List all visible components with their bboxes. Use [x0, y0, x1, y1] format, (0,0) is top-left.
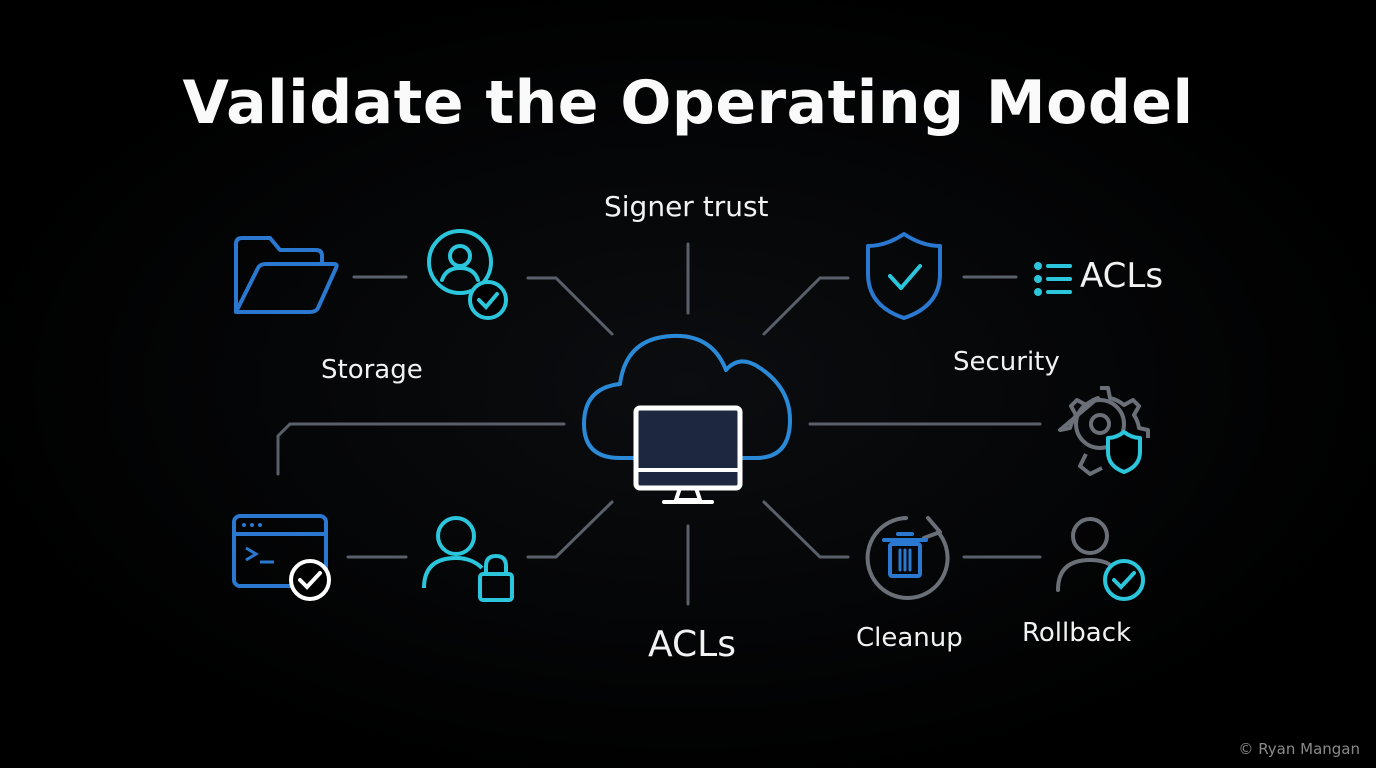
- gear-shield-icon: [1058, 386, 1150, 476]
- trash-cycle-icon: [865, 516, 950, 600]
- folder-icon: [234, 236, 339, 314]
- connector-cloud-shield: [762, 276, 850, 336]
- label-rollback: Rollback: [1022, 618, 1132, 648]
- label-security: Security: [953, 347, 1060, 377]
- connector-cloud-cleanup: [762, 500, 850, 559]
- label-acls-top: ACLs: [1080, 256, 1164, 296]
- label-signer-trust: Signer trust: [604, 190, 769, 223]
- user-check-icon: [427, 229, 508, 320]
- copyright-notice: © Ryan Mangan: [1238, 740, 1360, 758]
- label-acls-bottom: ACLs: [648, 624, 736, 665]
- label-cleanup: Cleanup: [856, 623, 963, 653]
- shield-check-icon: [866, 232, 942, 320]
- connector-userlock-cloud: [526, 500, 614, 559]
- list-icon: [1034, 262, 1072, 296]
- page-title: Validate the Operating Model: [182, 68, 1194, 138]
- terminal-check-icon: [232, 514, 331, 601]
- connector-user-cloud: [526, 276, 614, 336]
- connector-cloud-terminal: [276, 422, 566, 476]
- user-check-gray-icon: [1056, 517, 1145, 601]
- monitor-icon: [633, 405, 743, 504]
- user-lock-icon: [422, 516, 514, 602]
- cloud-icon: [582, 333, 792, 460]
- label-storage: Storage: [321, 355, 423, 385]
- connector-lines: [276, 242, 1042, 606]
